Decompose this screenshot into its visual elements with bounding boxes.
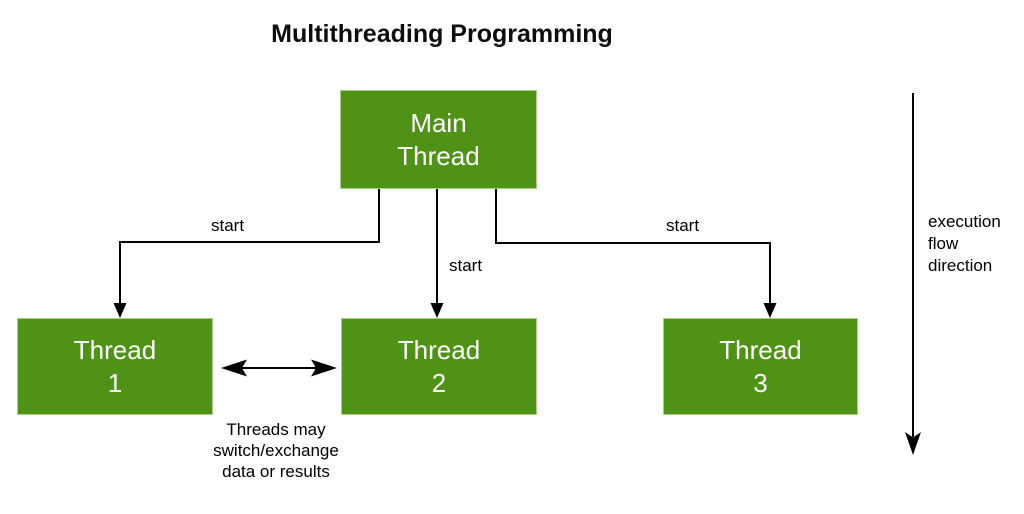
arrow-main-to-thread3 [495, 189, 777, 318]
arrow-main-to-thread2 [430, 189, 444, 318]
execution-flow-note: execution flow direction [928, 212, 1001, 275]
node-thread-3: Thread 3 [663, 318, 858, 415]
node-thread-1: Thread 1 [17, 318, 213, 415]
edge-label-start-thread1: start [211, 216, 245, 235]
node-thread-1-label: Thread 1 [73, 334, 157, 398]
edge-label-start-thread2: start [449, 256, 483, 275]
node-thread-3-label: Thread 3 [719, 334, 802, 398]
exchange-note: Threads may switch/exchange data or resu… [213, 420, 339, 481]
node-main-thread-label: Main Thread [397, 107, 480, 171]
node-thread-2-label: Thread 2 [397, 334, 481, 398]
arrow-execution-flow [905, 93, 921, 455]
arrow-main-to-thread1 [113, 189, 380, 318]
edge-label-start-thread3: start [666, 216, 700, 235]
node-thread-2: Thread 2 [341, 318, 537, 415]
arrow-thread1-thread2-bidirectional [221, 359, 337, 377]
diagram-title: Multithreading Programming [271, 20, 613, 48]
node-main-thread: Main Thread [340, 90, 537, 189]
